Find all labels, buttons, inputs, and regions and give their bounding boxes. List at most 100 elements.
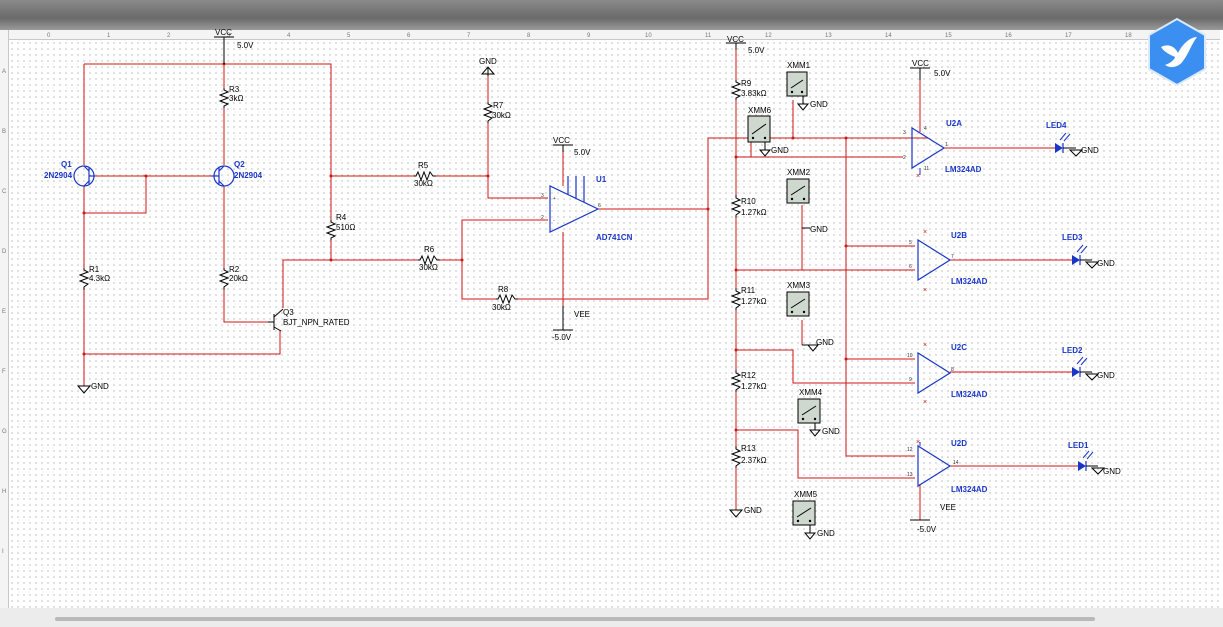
xmm1-label: XMM1 <box>787 61 811 70</box>
resistor-r4[interactable]: R4 510Ω <box>325 213 355 240</box>
ruler-row-e: E <box>2 309 6 315</box>
multimeter-xmm5[interactable]: XMM5 GND <box>792 490 835 540</box>
xmm3-gnd: GND <box>816 338 834 347</box>
q1-ref: Q1 <box>61 160 72 169</box>
gnd-symbol-divider[interactable]: GND <box>728 506 762 518</box>
resistor-r10[interactable]: R10 1.27kΩ <box>730 195 767 218</box>
vcc-source-2[interactable]: VCC 5.0V <box>553 136 591 157</box>
vcc-source-1[interactable]: VCC 5.0V <box>214 28 254 64</box>
u2c-pin-9: 9 <box>909 377 912 383</box>
led-4[interactable]: LED4 GND <box>1046 121 1099 157</box>
led-2[interactable]: LED2 GND <box>1062 346 1115 381</box>
r6-ref: R6 <box>424 245 435 254</box>
resistor-r13[interactable]: R13 2.37kΩ <box>730 444 767 468</box>
u2c-pin-8: 8 <box>951 367 954 373</box>
u2a-pin-3: 3 <box>903 130 906 136</box>
u1-minus: - <box>553 218 555 224</box>
multimeter-xmm6[interactable]: XMM6 GND <box>747 106 789 157</box>
ruler-col-1: 1 <box>107 33 111 39</box>
bird-logo-icon[interactable] <box>1145 17 1209 87</box>
u2d-pin-12: 12 <box>907 447 913 453</box>
vee-source-1[interactable]: VEE -5.0V <box>552 306 590 342</box>
resistor-r8[interactable]: R8 30kΩ <box>492 285 518 312</box>
r5-value: 30kΩ <box>414 179 433 188</box>
led2-gnd: GND <box>1097 371 1115 380</box>
ruler-column-labels: 0 1 2 3 4 5 6 7 8 9 10 11 12 13 14 15 16… <box>47 33 1132 39</box>
gnd-symbol-1[interactable]: GND <box>76 382 109 394</box>
r5-ref: R5 <box>418 161 429 170</box>
comparator-u2a[interactable]: × 3 2 1 4 11 U2A LM324AD <box>903 119 982 180</box>
u1-pin-6: 6 <box>598 203 601 209</box>
vee-source-2[interactable]: VEE -5.0V <box>910 503 956 534</box>
ruler-col-14: 14 <box>885 33 892 39</box>
transistor-q1[interactable]: Q1 2N2904 <box>44 160 95 187</box>
comparator-u2b[interactable]: × × 5 6 7 U2B LM324AD <box>909 229 988 294</box>
vcc-4-name: VCC <box>912 59 929 68</box>
svg-text:×: × <box>916 173 920 180</box>
ruler-col-6: 6 <box>407 33 411 39</box>
resistor-r7[interactable]: R7 30kΩ <box>482 101 511 123</box>
vcc-3-value: 5.0V <box>748 46 765 55</box>
ruler-row-h: H <box>2 489 6 495</box>
multimeter-xmm4[interactable]: XMM4 GND <box>797 388 840 437</box>
resistor-r1[interactable]: R1 4.3kΩ <box>78 265 110 290</box>
wires-right-section <box>735 50 1078 520</box>
led4-label: LED4 <box>1046 121 1067 130</box>
u1-pin-2: 2 <box>541 215 544 221</box>
opamp-u1[interactable]: 3 2 6 + - U1 AD741CN <box>541 175 633 242</box>
resistor-r12[interactable]: R12 1.27kΩ <box>730 370 767 392</box>
comparator-u2d[interactable]: × 12 13 14 U2D LM324AD <box>907 439 988 494</box>
gnd-r7-label: GND <box>479 57 497 66</box>
q1-part: 2N2904 <box>44 171 73 180</box>
vcc-source-4[interactable]: VCC 5.0V <box>910 59 951 80</box>
r1-ref: R1 <box>89 265 100 274</box>
ruler-row-i: I <box>2 549 4 555</box>
led-3[interactable]: LED3 GND <box>1062 233 1115 269</box>
multimeter-xmm1[interactable]: XMM1 GND <box>786 61 828 111</box>
ruler-col-11: 11 <box>705 33 712 39</box>
multimeter-xmm2[interactable]: XMM2 GND <box>786 168 828 234</box>
vee-1-name: VEE <box>574 310 590 319</box>
resistor-r6[interactable]: R6 30kΩ <box>418 245 440 272</box>
ruler-row-a: A <box>2 69 6 75</box>
transistor-q2[interactable]: Q2 2N2904 <box>211 160 263 187</box>
top-ruler <box>8 30 1220 40</box>
schematic-canvas[interactable] <box>9 40 1220 608</box>
xmm2-label: XMM2 <box>787 168 811 177</box>
led2-label: LED2 <box>1062 346 1083 355</box>
ruler-col-12: 12 <box>765 33 772 39</box>
led3-gnd: GND <box>1097 259 1115 268</box>
u2d-ref: U2D <box>951 439 967 448</box>
resistor-r11[interactable]: R11 1.27kΩ <box>730 286 767 310</box>
gnd-symbol-r7[interactable]: GND <box>479 57 497 76</box>
svg-text:×: × <box>923 399 927 406</box>
u2c-pin-10: 10 <box>907 353 913 359</box>
led-1[interactable]: LED1 GND <box>1068 441 1121 476</box>
multimeter-xmm3[interactable]: XMM3 GND <box>786 281 834 352</box>
horizontal-scrollbar[interactable] <box>55 617 1095 621</box>
vcc-source-3[interactable]: VCC 5.0V <box>726 35 765 55</box>
resistor-r3[interactable]: R3 3kΩ <box>218 85 243 108</box>
ruler-row-b: B <box>2 129 6 135</box>
vee-2-value: -5.0V <box>917 525 937 534</box>
r12-value: 1.27kΩ <box>741 382 767 391</box>
comparator-u2c[interactable]: × × 10 9 8 U2C LM324AD <box>907 342 988 406</box>
ruler-row-c: C <box>2 189 7 195</box>
ruler-row-f: F <box>2 369 6 375</box>
u2b-pin-5: 5 <box>909 240 912 246</box>
q3-part: BJT_NPN_RATED <box>283 318 350 327</box>
u2d-pin-14: 14 <box>953 460 959 466</box>
ruler-row-d: D <box>2 249 7 255</box>
transistor-q3[interactable]: Q3 BJT_NPN_RATED <box>268 308 350 332</box>
svg-text:×: × <box>923 287 927 294</box>
ruler-col-10: 10 <box>645 33 652 39</box>
left-ruler <box>0 30 9 610</box>
resistor-r5[interactable]: R5 30kΩ <box>414 161 436 188</box>
u2a-pin-1: 1 <box>945 142 948 148</box>
ruler-col-13: 13 <box>825 33 832 39</box>
svg-text:×: × <box>923 342 927 349</box>
resistor-r2[interactable]: R2 20kΩ <box>218 265 248 290</box>
vcc-2-name: VCC <box>553 136 570 145</box>
resistor-r9[interactable]: R9 3.83kΩ <box>730 79 767 100</box>
ruler-row-labels: A B C D E F G H I <box>2 69 7 555</box>
